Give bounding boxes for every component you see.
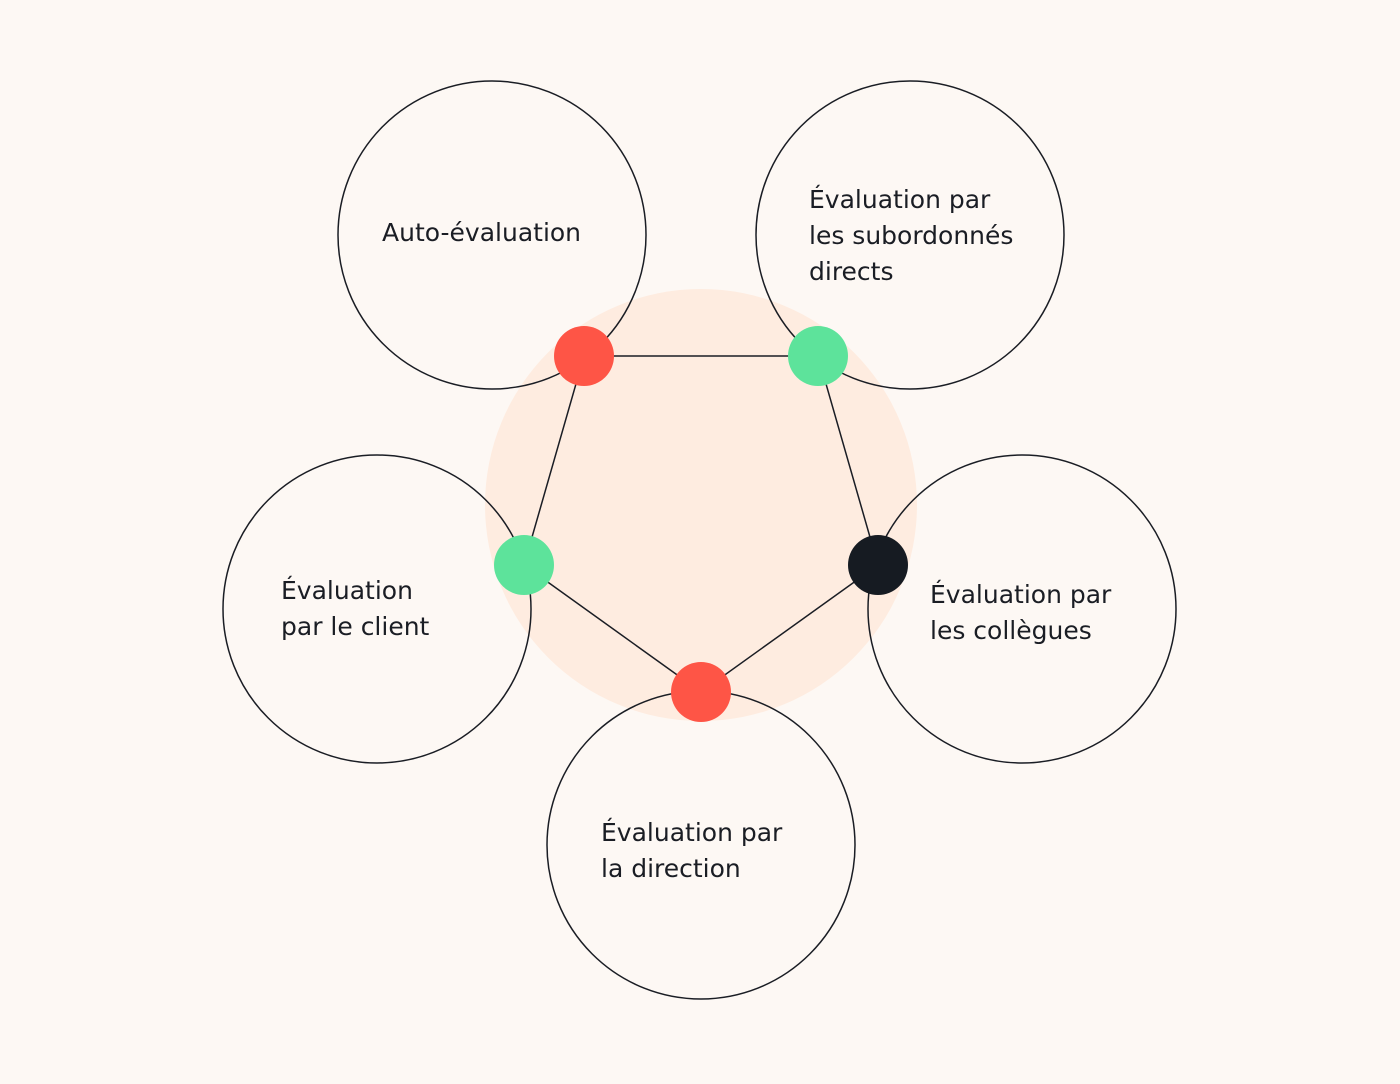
label-line: directs — [809, 257, 894, 286]
label-peers: Évaluation par les collègues — [930, 580, 1112, 645]
label-line: Auto-évaluation — [382, 218, 581, 247]
bubble-peers — [867, 454, 1177, 764]
label-line: Évaluation par — [809, 185, 991, 214]
pentagon-edge — [817, 355, 879, 566]
pentagon-edge — [523, 564, 702, 693]
label-line: les collègues — [930, 616, 1092, 645]
label-self: Auto-évaluation — [382, 218, 581, 247]
node-dot-peers — [848, 535, 908, 595]
bubble-client — [222, 454, 532, 764]
bubbles-layer — [222, 80, 1177, 1000]
label-line: les subordonnés — [809, 221, 1013, 250]
pentagon-edge — [523, 355, 585, 566]
label-client: Évaluation par le client — [281, 576, 430, 641]
node-dot-direct-reports — [788, 326, 848, 386]
dots-layer — [494, 326, 908, 722]
bubble-direct-reports — [755, 80, 1065, 390]
label-line: la direction — [601, 854, 741, 883]
edges-layer — [523, 355, 879, 693]
node-dot-management — [671, 662, 731, 722]
center-circle — [485, 289, 917, 721]
bubble-self — [337, 80, 647, 390]
node-dot-self — [554, 326, 614, 386]
label-line: Évaluation — [281, 576, 413, 605]
pentagon-edge — [700, 564, 879, 693]
label-line: par le client — [281, 612, 430, 641]
node-dot-client — [494, 535, 554, 595]
label-management: Évaluation par la direction — [601, 818, 783, 883]
label-line: Évaluation par — [601, 818, 783, 847]
label-direct-reports: Évaluation par les subordonnés directs — [809, 185, 1013, 286]
label-line: Évaluation par — [930, 580, 1112, 609]
